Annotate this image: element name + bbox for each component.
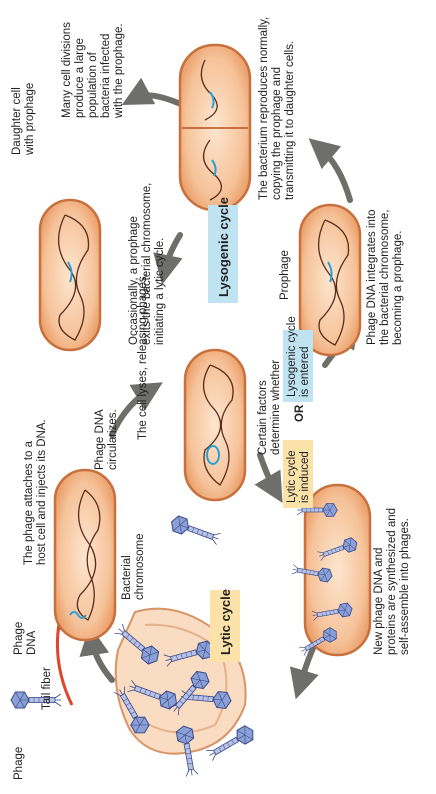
label-daughter-cell: Daughter cellwith prophage: [11, 83, 36, 156]
arrow-circularize-to-lytic: [254, 452, 283, 503]
label-line: population of: [87, 51, 99, 118]
label-line: exits the bacterial chromosome,: [141, 183, 153, 345]
label-line: with the prophage.: [113, 23, 125, 119]
label-line: becoming a prophage.: [392, 231, 404, 345]
label-line: Tail fiber: [41, 667, 53, 710]
label-or: OR: [294, 404, 306, 422]
label-many-divisions: Many cell divisionsproduce a largepopula…: [61, 22, 125, 119]
label-tail-fiber: Tail fiber: [41, 667, 53, 710]
arrow-reproduce-to-many: [121, 77, 188, 109]
label-line: self-assemble into phages.: [399, 518, 411, 655]
label-line: Certain factors: [257, 380, 269, 455]
label-lysogenic-entered: Lysogenic cycleis entered: [286, 316, 311, 397]
label-line: initiating a lytic cycle.: [154, 238, 166, 345]
lytic-induced-box: [283, 440, 313, 508]
arrow-infection-to-circularize: [109, 382, 163, 438]
label-line: Bacterial: [121, 555, 133, 600]
label-line: Daughter cell: [11, 87, 23, 155]
label-line: Lytic cycle: [286, 450, 298, 503]
label-line: host cell and injects its DNA.: [36, 419, 48, 565]
lysogenic-entered-box: [283, 330, 313, 402]
label-prophage-integrates: Phage DNA integrates intothe bacterial c…: [366, 209, 404, 345]
label-line: Phage: [13, 622, 25, 655]
label-line: Occasionally, a prophage: [128, 216, 140, 345]
free-phage: [168, 513, 222, 548]
lysogenic-cycle-box: [208, 205, 238, 303]
label-bacterial-chromosome: Bacterialchromosome: [121, 534, 146, 600]
label-line: The cell lyses, releasing phages.: [137, 273, 149, 440]
label-lytic-induced: Lytic cycleis induced: [286, 450, 311, 503]
arrow-daughter-to-circularize: [153, 232, 183, 285]
label-line: Many cell divisions: [61, 22, 73, 118]
label-attach: The phage attaches to ahost cell and inj…: [23, 419, 48, 565]
label-line: the bacterial chromosome,: [379, 209, 391, 345]
label-line: Lysogenic cycle: [216, 197, 231, 297]
label-line: The bacterium reproduces normally,: [258, 17, 270, 200]
label-circularizes: Phage DNAcircularizes.: [94, 409, 119, 470]
label-line: bacteria infected: [100, 34, 112, 118]
arrow-lysis-to-infection: [79, 625, 115, 683]
label-line: Prophage: [279, 250, 291, 300]
label-reproduces: The bacterium reproduces normally,copyin…: [258, 17, 296, 200]
label-new-phage: New phage DNA andproteins are synthesize…: [373, 508, 411, 655]
label-lytic-cycle: Lytic cycle: [218, 589, 233, 655]
label-line: chromosome: [134, 534, 146, 600]
label-line: proteins are synthesized and: [386, 508, 398, 655]
label-line: New phage DNA and: [373, 548, 385, 655]
label-line: determine whether: [270, 360, 282, 455]
cell-circularized: [183, 348, 247, 502]
cell-synthesizing-phages: [291, 483, 372, 658]
label-line: produce a large: [74, 38, 86, 118]
label-lysogenic-cycle: Lysogenic cycle: [216, 197, 231, 297]
label-occasionally: Occasionally, a prophageexits the bacter…: [128, 183, 166, 345]
label-line: Phage DNA integrates into: [366, 209, 378, 345]
daughter-cell: [38, 198, 102, 352]
label-phage-dna: PhageDNA: [13, 622, 38, 655]
label-line: is induced: [299, 451, 311, 503]
label-line: is entered: [299, 346, 311, 397]
label-certain-factors: Certain factorsdetermine whether: [257, 360, 282, 455]
lytic-cycle-box: [210, 590, 240, 662]
label-line: DNA: [26, 630, 38, 655]
label-line: OR: [294, 404, 306, 422]
label-prophage: Prophage: [279, 250, 291, 300]
cell-prophage: [298, 203, 362, 357]
host-cell-infected: [53, 468, 117, 642]
label-line: Phage DNA: [94, 409, 106, 470]
label-line: Lysogenic cycle: [286, 316, 298, 397]
label-line: copying the prophage and: [271, 67, 283, 200]
label-line: Phage: [13, 747, 25, 780]
cell-dividing: [178, 43, 252, 212]
label-lyses: The cell lyses, releasing phages.: [137, 273, 149, 440]
label-line: transmitting it to daughter cells.: [284, 41, 296, 200]
label-phage: Phage: [13, 747, 25, 780]
label-line: The phage attaches to a: [23, 440, 35, 565]
label-line: circularizes.: [107, 409, 119, 470]
label-line: Lytic cycle: [218, 589, 233, 655]
arrow-prophage-to-reproduce: [308, 138, 353, 203]
label-line: with prophage: [24, 83, 36, 156]
